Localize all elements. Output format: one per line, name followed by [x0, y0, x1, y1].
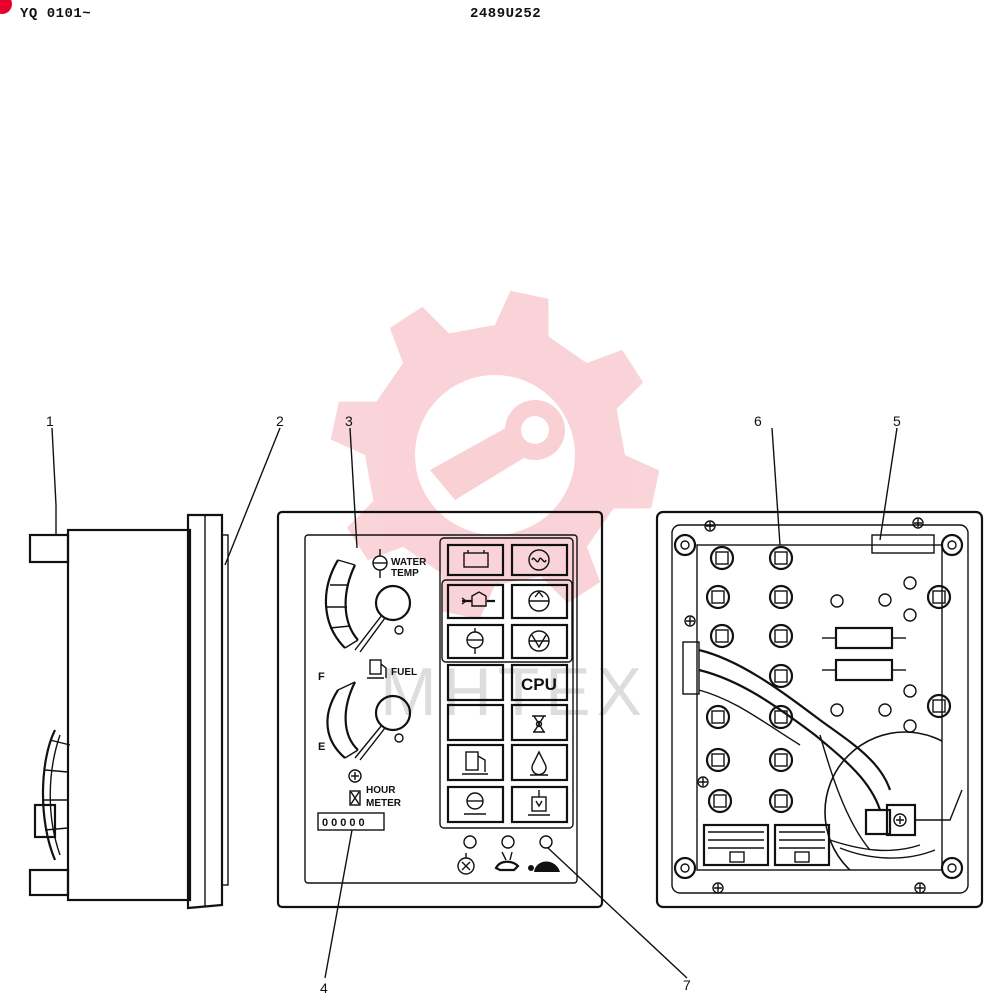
fuel-level-warning-icon — [462, 751, 488, 775]
lamp-swing-lock — [510, 703, 569, 742]
rear-circuit-board-view — [655, 427, 984, 909]
power-mode-icon — [457, 853, 475, 875]
warning-lamp-grid: CPU — [439, 537, 574, 829]
cpu-lamp-label: CPU — [521, 675, 557, 694]
lamp-hydraulic-oil-level — [510, 785, 569, 824]
resistors — [822, 626, 906, 682]
fuel-label: FUEL — [391, 667, 417, 678]
water-temp-warning-icon — [466, 628, 484, 654]
hour-meter: HOUR METER 00000 — [317, 769, 402, 979]
lamp-cpu — [510, 663, 569, 702]
callout-6: 6 — [754, 413, 762, 429]
lamp-air-cleaner — [510, 623, 569, 660]
lamp-engine-water-temp — [446, 623, 505, 660]
thermometer-icon — [372, 549, 388, 578]
hour-meter-label-line2: METER — [366, 798, 402, 809]
callout-2: 2 — [276, 413, 284, 429]
serial-range-label: YQ 0101~ — [20, 6, 92, 22]
fuel-pump-icon — [367, 659, 387, 679]
lamp-sockets — [705, 545, 952, 814]
connector-right — [773, 823, 831, 867]
callout-7: 7 — [683, 977, 691, 993]
lamp-blank-1 — [446, 663, 505, 702]
pcb-connectors — [702, 823, 831, 867]
hex-nuts — [830, 576, 917, 733]
water-temp-label-line1: WATER — [391, 557, 427, 568]
callout-3: 3 — [345, 413, 353, 429]
lamp-hydraulic-oil-temp — [510, 743, 569, 782]
hour-meter-digits: 00000 — [322, 817, 368, 829]
rabbit-fast-icon — [494, 851, 520, 872]
water-temp-label-line2: TEMP — [391, 568, 419, 579]
callout-5: 5 — [893, 413, 901, 429]
part-code-label: 2489U252 — [470, 6, 542, 22]
corner-brand-mark — [0, 0, 12, 14]
lamp-coolant-level — [510, 583, 569, 620]
hourglass-icon — [349, 790, 361, 806]
water-temp-gauge: WATER TEMP — [324, 549, 427, 653]
board-label-plate — [871, 534, 935, 554]
lamp-battery-charge — [446, 543, 505, 577]
air-cleaner-icon — [528, 630, 550, 652]
hydraulic-oil-temp-icon — [530, 750, 548, 776]
preheat-coil-icon — [528, 549, 550, 571]
lamp-fuel-level — [446, 743, 505, 782]
lamp-engine-oil-pressure — [446, 583, 505, 620]
callout-labels: 1 2 3 4 5 6 7 — [46, 413, 901, 996]
oil-pressure-icon — [461, 591, 495, 607]
mounting-screws — [684, 517, 926, 894]
part-1-case-side-view — [28, 427, 192, 902]
coolant-level-icon — [528, 590, 550, 612]
lamp-blank-2 — [446, 703, 505, 742]
fuel-full-marker: F — [318, 671, 325, 683]
mode-indicator-lights — [457, 835, 688, 979]
oil-level-icon — [464, 792, 486, 815]
turtle-slow-icon — [528, 861, 560, 872]
connector-left — [702, 823, 770, 867]
swing-lock-icon — [532, 715, 546, 733]
corner-screw-bosses — [673, 533, 964, 880]
wire-harness — [682, 641, 963, 870]
hour-meter-label-line1: HOUR — [366, 785, 396, 796]
fuel-gauge: F E FUEL — [318, 659, 417, 761]
callout-1: 1 — [46, 413, 54, 429]
battery-icon — [463, 550, 489, 568]
hydraulic-oil-level-icon — [528, 790, 550, 816]
lamp-preheat — [510, 543, 569, 577]
part-3-front-monitor-panel: WATER TEMP F E FUEL — [276, 427, 688, 979]
part-2-bezel-side-view — [186, 427, 281, 910]
fuel-empty-marker: E — [318, 741, 325, 753]
lamp-engine-oil-level — [446, 785, 505, 824]
callout-4: 4 — [320, 980, 328, 996]
